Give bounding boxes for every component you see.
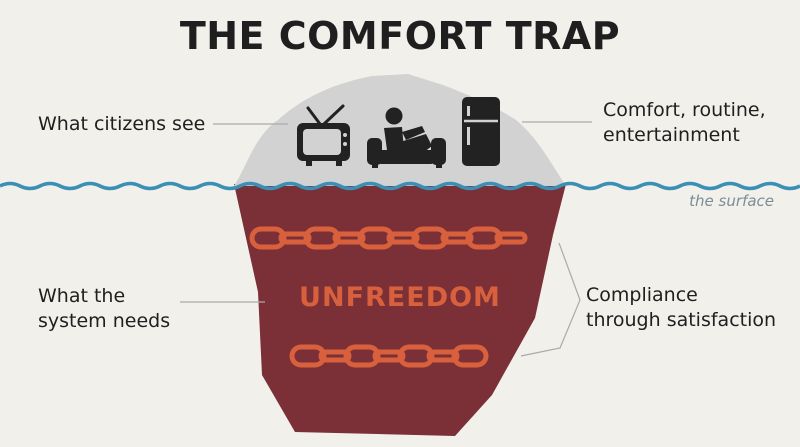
chain-link [386,231,420,245]
chain-link [411,226,449,250]
label-line: Comfort, routine, [603,99,766,121]
label-compliance: Compliance through satisfaction [586,283,776,333]
chain-link [440,231,474,245]
chain-top [249,226,528,250]
diagram-title: THE COMFORT TRAP [179,14,621,58]
label-line: What the [38,285,126,307]
chain-link [278,231,312,245]
label-what-system-needs: What the system needs [38,284,170,334]
chain-link [397,344,435,368]
chain-link [332,231,366,245]
chain-link [318,349,352,363]
chain-link [372,349,406,363]
chain-link [451,344,489,368]
label-what-citizens-see: What citizens see [38,113,206,135]
connector-right-bottom [520,242,581,357]
center-label-unfreedom: UNFREEDOM [299,282,501,313]
chain-link [465,226,503,250]
surface-label: the surface [689,192,774,210]
chain-link [426,349,460,363]
tv-icon [297,104,350,166]
chain-link [357,226,395,250]
label-line: entertainment [603,124,740,146]
label-line: Compliance [586,284,698,306]
chain-link [303,226,341,250]
water-line [0,181,800,191]
chain-link [494,231,528,245]
person-on-couch-icon [367,107,446,168]
refrigerator-icon [462,97,500,166]
label-line: through satisfaction [586,309,777,331]
chain-bottom [289,344,489,368]
chain-link [249,226,287,250]
label-line: system needs [38,310,171,332]
chain-link [343,344,381,368]
chain-link [289,344,327,368]
label-comfort-routine: Comfort, routine, entertainment [603,98,766,148]
